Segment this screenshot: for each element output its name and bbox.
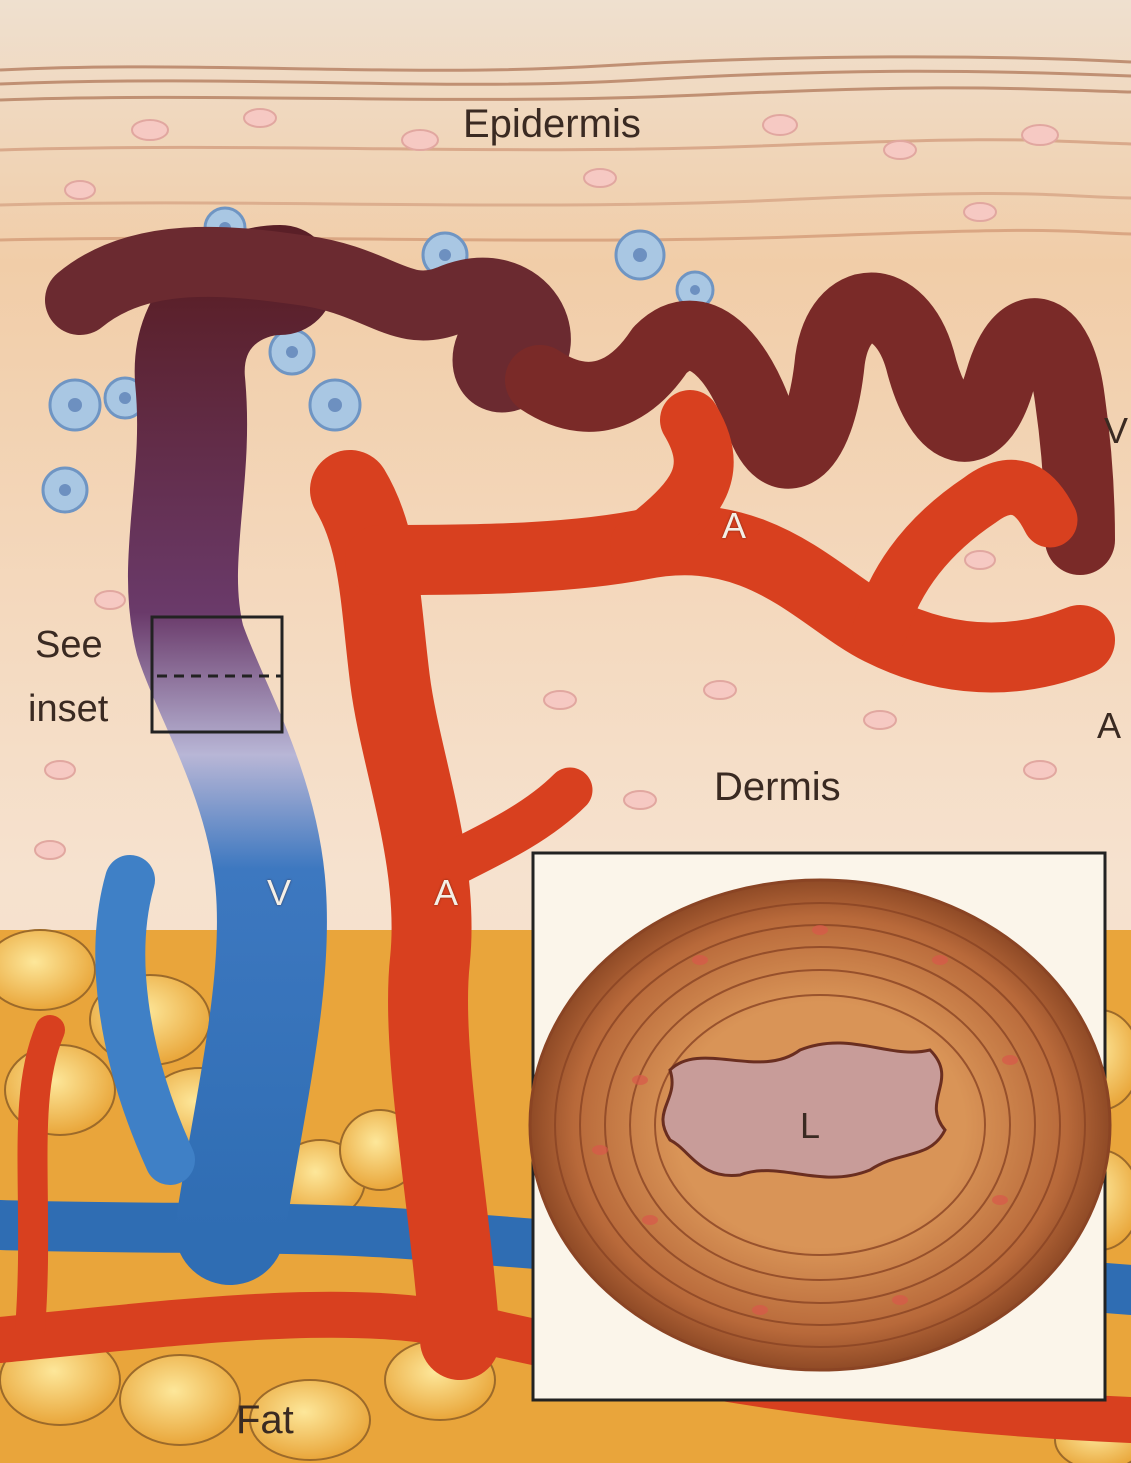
vein-label-right: V <box>1104 413 1128 449</box>
artery-label-right: A <box>1097 708 1121 744</box>
see-label: See <box>35 626 103 664</box>
inset-label: inset <box>28 690 108 728</box>
dermis-label: Dermis <box>714 767 841 807</box>
artery-label-lower: A <box>434 875 458 911</box>
vein-label-lower: V <box>267 875 291 911</box>
artery-label-upper: A <box>722 508 746 544</box>
fat-label: Fat <box>236 1400 294 1440</box>
lumen-label: L <box>800 1108 820 1144</box>
epidermis-label: Epidermis <box>463 104 641 144</box>
